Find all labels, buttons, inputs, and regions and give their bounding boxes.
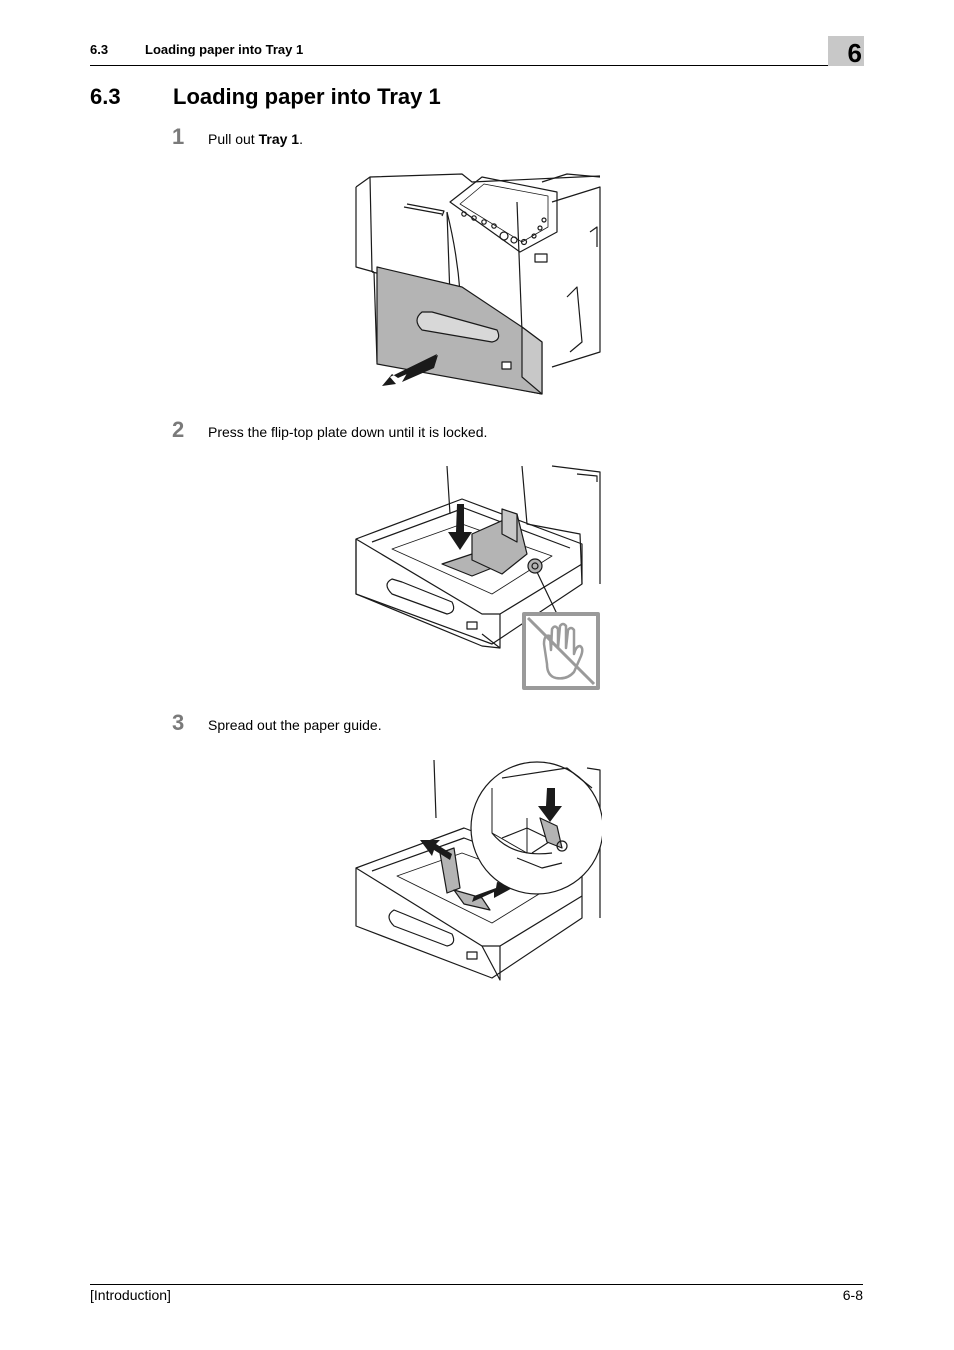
figure-spread-paper-guide: [352, 758, 602, 984]
figure-press-flip-top-plate: [352, 464, 602, 692]
header-rule: [90, 65, 863, 66]
chapter-tab: 6: [828, 36, 864, 68]
section-number: 6.3: [90, 84, 121, 109]
header-section-title: Loading paper into Tray 1: [145, 42, 304, 57]
step-1-text: Pull out Tray 1.: [208, 131, 303, 147]
step-2-text: Press the flip-top plate down until it i…: [208, 424, 488, 440]
step-1-text-before: Pull out: [208, 131, 259, 147]
footer-manual-name: [Introduction]: [90, 1287, 171, 1303]
section-title: Loading paper into Tray 1: [173, 84, 441, 109]
header-section-number: 6.3: [90, 42, 109, 57]
footer-rule: [90, 1284, 863, 1285]
step-2-number: 2: [172, 417, 185, 442]
footer-page-number: 6-8: [842, 1287, 863, 1303]
figure-pull-out-tray: [352, 172, 602, 398]
step-1-number: 1: [172, 124, 185, 149]
step-1-text-bold: Tray 1: [258, 131, 300, 147]
step-3-number: 3: [172, 710, 185, 735]
step-1-text-after: .: [299, 131, 303, 147]
step-3-text: Spread out the paper guide.: [208, 717, 382, 733]
